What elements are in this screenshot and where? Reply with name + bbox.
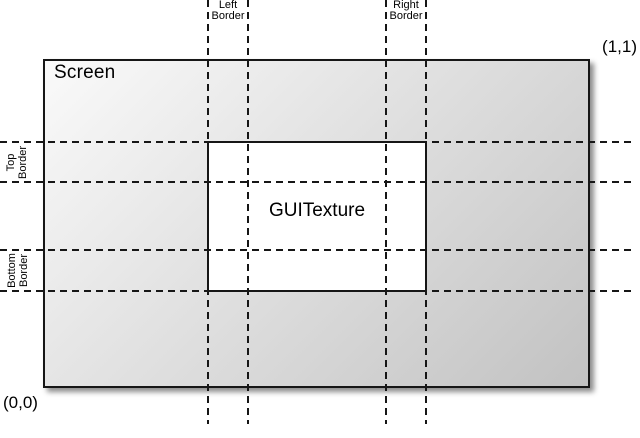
bottom-border-outer-line bbox=[0, 290, 631, 292]
right-border-inner-line bbox=[385, 0, 387, 424]
bottom-border-label: Bottom Border bbox=[0, 249, 36, 292]
top-border-label-text: Top Border bbox=[6, 145, 30, 179]
right-border-label-line2: Border bbox=[389, 10, 423, 22]
right-border-outer-line bbox=[425, 0, 427, 424]
guitexture-rect bbox=[207, 141, 427, 292]
left-border-outer-line bbox=[207, 0, 209, 424]
left-border-label: Left Border bbox=[207, 0, 249, 22]
top-border-label: Top Border bbox=[0, 141, 36, 183]
bottom-border-label-line2: Border bbox=[16, 253, 29, 288]
right-border-label-line1: Right bbox=[393, 0, 419, 11]
top-border-outer-line bbox=[0, 141, 631, 143]
top-right-coordinate-label: (1,1) bbox=[602, 37, 637, 56]
top-border-inner-line bbox=[0, 181, 631, 183]
left-border-label-line2: Border bbox=[211, 10, 245, 22]
origin-coordinate-label: (0,0) bbox=[3, 393, 38, 412]
screen-label: Screen bbox=[54, 62, 116, 83]
top-border-label-line2: Border bbox=[17, 145, 29, 179]
bottom-border-label-line1: Bottom bbox=[5, 253, 18, 288]
bottom-border-inner-line bbox=[0, 249, 631, 251]
left-border-inner-line bbox=[247, 0, 249, 424]
bottom-border-label-text: Bottom Border bbox=[5, 253, 29, 288]
right-border-label: Right Border bbox=[385, 0, 427, 22]
left-border-label-line1: Left bbox=[218, 0, 238, 11]
